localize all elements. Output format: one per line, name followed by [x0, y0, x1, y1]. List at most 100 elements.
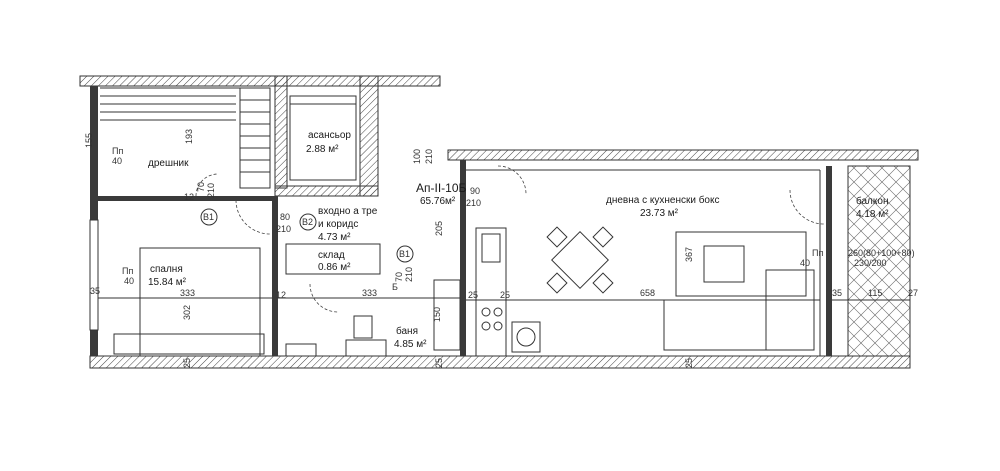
wardrobe-partition	[98, 196, 272, 201]
bathroom-area: 4.85 м²	[394, 339, 427, 350]
sofa	[663, 299, 815, 351]
dim-100: 100	[412, 149, 422, 164]
bathroom-name: баня	[396, 325, 418, 337]
dim-pp-a: Пп	[112, 146, 123, 156]
tag-circle-b2	[299, 213, 317, 231]
dim-80: 80	[280, 212, 290, 222]
dim-12b: 12	[276, 290, 286, 300]
left-wall-window	[89, 219, 99, 331]
dim-25c: 25	[182, 358, 192, 368]
dim-70a: 70	[196, 182, 206, 192]
tv-unit	[675, 231, 807, 297]
dim-35b: 35	[832, 288, 842, 298]
dim-658: 658	[640, 288, 655, 298]
dim-40b: 40	[124, 276, 134, 286]
top-right-wall-band	[447, 149, 919, 161]
dim-90: 90	[470, 186, 480, 196]
balcony-wall	[826, 166, 832, 356]
dim-25d: 25	[434, 358, 444, 368]
dim-pp-c: Пп	[812, 248, 823, 258]
hall-area: 4.73 м²	[318, 232, 351, 243]
elevator-door	[289, 95, 357, 105]
elevator-cabin	[289, 103, 357, 181]
living-area: 23.73 м²	[640, 208, 679, 219]
dim-25b: 25	[500, 290, 510, 300]
storage-area: 0.86 м²	[318, 262, 351, 273]
elevator-shaft-wall-bottom	[274, 185, 379, 197]
dimension-lines	[98, 297, 910, 301]
dim-12a: 12	[184, 192, 194, 202]
living-name: дневна с кухненски бокс	[606, 194, 719, 206]
dim-40a: 40	[112, 156, 122, 166]
balcony-door	[789, 189, 825, 225]
cooktop	[481, 307, 503, 331]
apartment-area: 65.76м²	[420, 196, 456, 207]
stair-steps	[240, 99, 270, 173]
dim-35a: 35	[90, 286, 100, 296]
bath-cabinet	[345, 339, 387, 357]
bedroom-partition	[272, 196, 278, 356]
apartment-code: Ап-II-10Б	[416, 181, 467, 195]
bath-door	[309, 283, 339, 313]
dim-260: 260(80+100+80)	[848, 248, 915, 258]
dim-pp-b: Пп	[122, 266, 133, 276]
dim-210b: 210	[276, 224, 291, 234]
kitchen-sink	[481, 233, 501, 263]
left-stair-lines	[100, 87, 240, 121]
tag-b2: B2	[302, 217, 313, 227]
sofa-chaise	[765, 269, 815, 351]
tag-circle-b1-a	[200, 208, 218, 226]
toilet	[353, 315, 373, 339]
bedroom-name: спалня	[150, 264, 183, 275]
hall-name-line2: и коридс	[318, 219, 358, 230]
bathroom-partition	[460, 160, 466, 356]
balcony-name: балкон	[856, 195, 888, 207]
tv-screen	[703, 245, 745, 283]
dim-210c: 210	[424, 149, 434, 164]
dim-70b: 70	[394, 272, 404, 282]
hall-name-line1: входно а тре	[318, 206, 378, 217]
bath-sink	[285, 343, 317, 357]
elevator-shaft-wall-right	[359, 75, 379, 197]
wardrobe-door	[195, 173, 219, 197]
stair-block	[239, 87, 271, 189]
elevator-area: 2.88 м²	[306, 144, 339, 155]
bottom-wall-band	[89, 355, 911, 369]
tag-b1-b: B1	[399, 249, 410, 259]
balcony-area	[847, 165, 911, 357]
wardrobe-name: дрешник	[148, 158, 189, 169]
washing-machine	[511, 321, 541, 353]
top-wall-band	[79, 75, 441, 87]
bed	[139, 247, 261, 357]
dim-150: 150	[432, 307, 442, 322]
dim-205: 205	[434, 221, 444, 236]
dim-333a: 333	[180, 288, 195, 298]
bedroom-area: 15.84 м²	[148, 277, 187, 288]
dim-230: 230/200	[854, 258, 887, 268]
balcony-area: 4.18 м²	[856, 209, 889, 220]
kitchen-counter	[475, 227, 507, 357]
dim-115: 115	[868, 288, 882, 298]
washing-machine-drum	[516, 327, 536, 347]
dim-155: 155	[84, 133, 94, 148]
tag-circle-b1-b	[396, 245, 414, 263]
storage-room	[285, 243, 381, 275]
dim-367: 367	[684, 247, 694, 262]
bathtub	[433, 279, 461, 351]
elevator-name: асансьор	[308, 130, 351, 141]
dining-chairs	[546, 226, 614, 294]
hall-door	[235, 199, 271, 235]
elevator-shaft-wall	[274, 75, 288, 189]
dim-210a: 210	[206, 183, 216, 198]
dining-table	[551, 231, 609, 289]
dim-40c: 40	[800, 258, 810, 268]
dim-193: 193	[184, 129, 194, 144]
entry-door	[497, 165, 527, 195]
tag-b-small: Б	[392, 282, 398, 292]
tag-b1-a: B1	[203, 212, 214, 222]
dim-210f: 210	[404, 267, 414, 282]
dim-27: 27	[908, 288, 918, 298]
dim-333b: 333	[362, 288, 377, 298]
dim-25e: 25	[684, 358, 694, 368]
